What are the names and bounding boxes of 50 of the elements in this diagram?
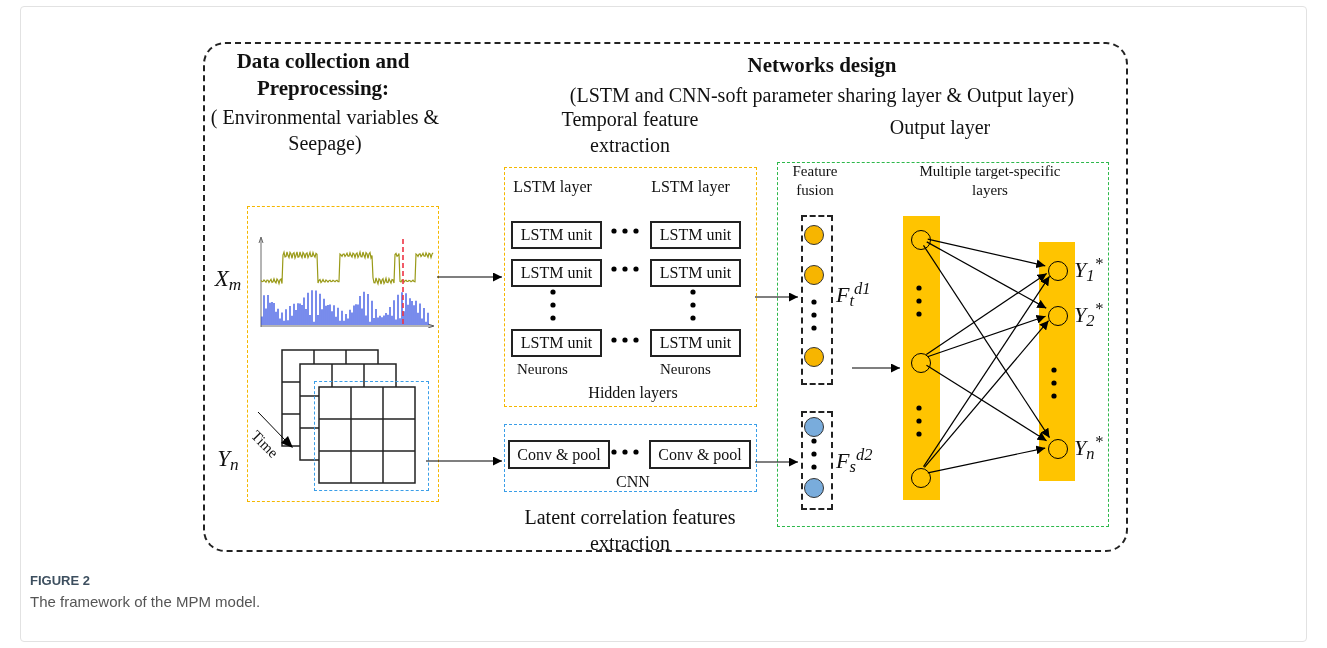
dashed-panel <box>247 206 439 502</box>
column-label: Neurons <box>660 361 711 377</box>
arrow <box>927 238 1046 269</box>
arrow <box>436 272 503 282</box>
process-box: Conv & pool <box>508 440 610 469</box>
column-label: LSTM layer <box>651 177 730 198</box>
dashed-panel <box>504 167 757 407</box>
dashed-panel <box>504 424 757 492</box>
column-label: LSTM layer <box>513 177 592 198</box>
panel-heading: Latent correlation features extraction <box>524 506 736 554</box>
heading-text: Data collection and Preprocessing: <box>236 49 410 100</box>
column-label: Neurons <box>517 361 568 377</box>
section-label: Feature fusion <box>791 162 839 200</box>
arrow <box>925 364 1048 442</box>
arrow <box>922 244 1051 439</box>
math-label: Y$_{n}$ <box>217 445 239 477</box>
arrow <box>927 445 1046 474</box>
dashed-panel <box>777 162 1109 527</box>
arrow <box>425 456 503 466</box>
dashed-frame <box>203 42 1128 552</box>
arrow <box>923 320 1050 468</box>
arrow <box>754 292 799 302</box>
layer-bar <box>903 216 940 500</box>
section-label: Multiple target-specific layers <box>918 162 1062 200</box>
caption-text: The framework of the MPM model. <box>30 593 261 610</box>
panel-label: CNN <box>616 473 650 490</box>
process-box: LSTM unit <box>650 329 741 357</box>
panel-heading: Temporal feature extraction <box>561 108 699 156</box>
arrow <box>922 275 1051 468</box>
process-box: LSTM unit <box>650 221 741 249</box>
heading-text: Networks design <box>747 53 897 77</box>
process-box: LSTM unit <box>650 259 741 287</box>
arrow <box>754 457 799 467</box>
process-box: LSTM unit <box>511 221 602 249</box>
process-box: LSTM unit <box>511 329 602 357</box>
arrow <box>926 241 1047 309</box>
figure-number: FIGURE 2 <box>30 572 90 590</box>
process-box: LSTM unit <box>511 259 602 287</box>
dashed-box <box>314 381 429 491</box>
layer-bar <box>1039 242 1075 481</box>
arrow <box>925 272 1048 356</box>
math-label: X$_{m}$ <box>214 265 242 297</box>
subheading-text: (LSTM and CNN-soft parameter sharing layer & Output layer) <box>569 84 1075 106</box>
subheading-text: ( Environmental variables & Seepage) <box>210 106 440 154</box>
arrow <box>926 314 1047 358</box>
arrow <box>851 363 901 373</box>
line-chart-drawing <box>258 235 435 328</box>
process-box: Conv & pool <box>649 440 751 469</box>
panel-heading: Output layer <box>889 116 991 138</box>
panel-label: Hidden layers <box>588 384 678 401</box>
